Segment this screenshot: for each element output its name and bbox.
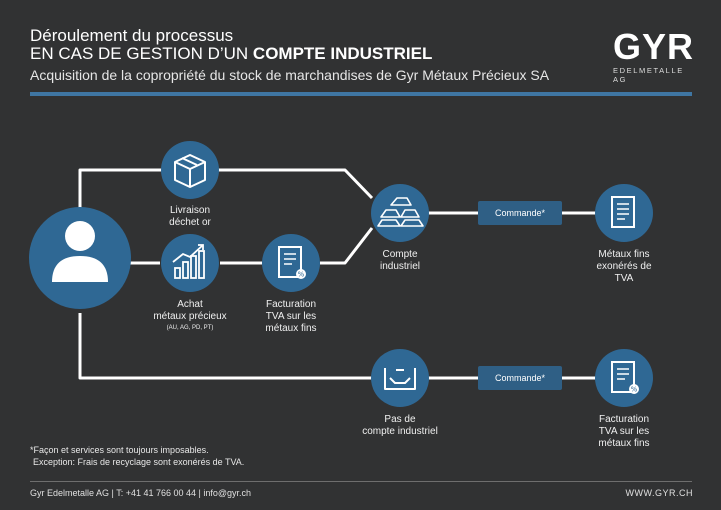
gold-bars-icon — [377, 197, 424, 227]
achat-node — [161, 234, 219, 292]
svg-text:%: % — [631, 386, 638, 394]
gyr-logo: GYR EDELMETALLE AG — [613, 26, 695, 85]
label-facturation-2: Facturation TVA sur les métaux fins — [598, 414, 650, 449]
metaux-node — [595, 184, 653, 242]
note-line-1: *Façon et services sont toujours imposab… — [30, 445, 209, 455]
person-node — [29, 207, 131, 309]
livraison-node — [161, 141, 219, 199]
title-bold: COMPTE INDUSTRIEL — [252, 44, 433, 63]
pas-compte-node — [371, 349, 429, 407]
page-title-line2: EN CAS DE GESTION D’UN COMPTE INDUSTRIEL — [30, 44, 432, 63]
footer-website: WWW.GYR.CH — [625, 488, 693, 498]
commande-pill-2: Commande* — [478, 366, 562, 390]
svg-text:%: % — [298, 271, 305, 279]
bar-chart-icon — [172, 244, 205, 279]
label-compte-industriel: Compte industriel — [379, 249, 421, 272]
line-facturation-to-compte — [320, 227, 374, 265]
empty-tray-icon — [384, 368, 416, 390]
logo-letters: GYR — [613, 26, 695, 67]
facturation1-node: % — [262, 234, 320, 292]
person-icon-head — [65, 221, 95, 251]
label-achat: Achat métaux précieux — [153, 299, 227, 322]
facturation2-node: % — [595, 349, 653, 407]
label-livraison: Livraison déchet or — [169, 205, 211, 228]
box-icon — [174, 154, 206, 188]
invoice-icon: % — [611, 361, 639, 394]
footer-contact: Gyr Edelmetalle AG | T: +41 41 766 00 44… — [30, 488, 252, 498]
document-icon — [611, 196, 635, 228]
label-facturation-1: Facturation TVA sur les métaux fins — [265, 299, 317, 334]
commande-pill-1: Commande* — [478, 201, 562, 225]
compte-node — [371, 184, 429, 242]
page-subtitle: Acquisition de la copropriété du stock d… — [30, 67, 550, 83]
label-metaux-fins: Métaux fins exonérés de TVA — [596, 249, 652, 284]
header-rule — [30, 92, 692, 96]
title-prefix: EN CAS DE GESTION D’UN — [30, 44, 253, 63]
label-pas-de-compte: Pas de compte industriel — [362, 414, 438, 437]
label-achat-metals: (AU, AG, PD, PT) — [166, 325, 214, 331]
invoice-icon: % — [278, 246, 306, 279]
page-title-line1: Déroulement du processus — [30, 26, 234, 45]
logo-sub: EDELMETALLE AG — [613, 66, 684, 84]
note-line-2: Exception: Frais de recyclage sont exoné… — [33, 457, 245, 467]
footer-rule — [30, 481, 692, 482]
person-icon-body — [52, 256, 108, 282]
